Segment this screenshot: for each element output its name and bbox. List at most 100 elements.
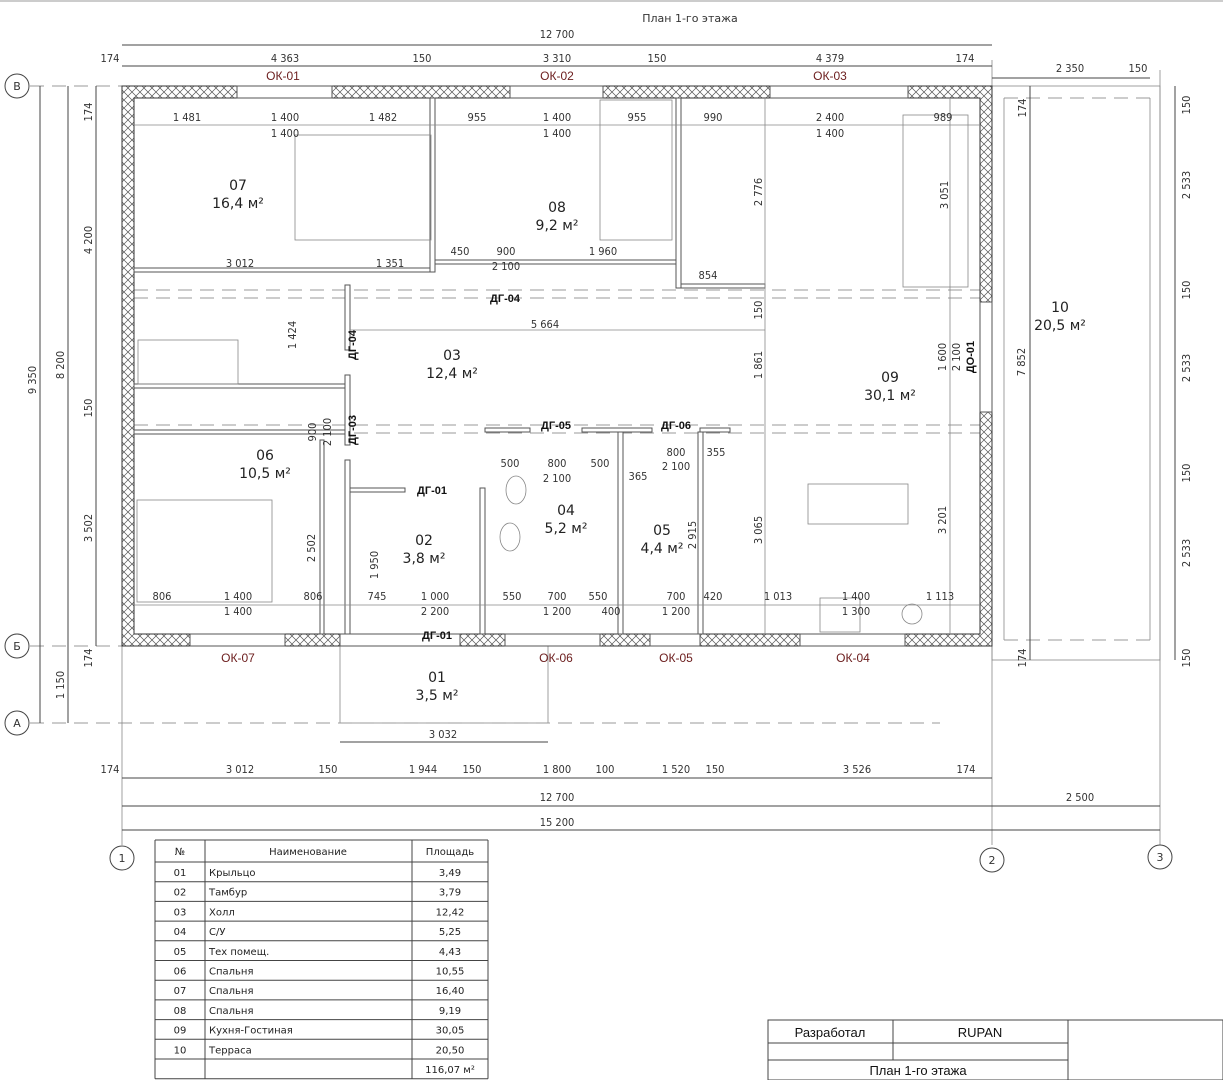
axis-circle	[1147, 844, 1173, 870]
axis-circle	[109, 845, 135, 871]
door-tag: ДГ-05	[541, 420, 571, 432]
window-tag: ОК-04	[836, 651, 870, 665]
dimension-label: 365	[629, 470, 648, 483]
table-cell-name: Холл	[209, 907, 235, 918]
table-cell-name: С/У	[209, 927, 225, 938]
room-number: 05	[653, 523, 671, 539]
dimension-label: 2 100	[492, 260, 520, 273]
table-header: Площадь	[426, 847, 474, 858]
dimension-label: 174	[957, 763, 976, 776]
room-area: 9,2 м²	[536, 218, 579, 234]
terrace-door-do-01	[979, 301, 993, 413]
axis-label: А	[13, 717, 21, 730]
window-tag: ОК-07	[221, 651, 255, 665]
door-tag: ДГ-01	[422, 630, 452, 642]
dimension-label: 1 400	[224, 605, 252, 618]
dimension-label: 2 533	[1180, 354, 1193, 382]
room-number: 01	[428, 670, 446, 686]
axis-label: 1	[119, 852, 126, 865]
dimension-label: 150	[706, 763, 725, 776]
room-number: 06	[256, 448, 274, 464]
table-cell-area: 3,79	[439, 888, 461, 899]
axis-label: 2	[989, 854, 996, 867]
dimension-label: 150	[413, 52, 432, 65]
table-cell-number: 01	[174, 868, 187, 879]
stove	[819, 597, 861, 633]
dimension-label: 3 526	[843, 763, 871, 776]
dimension-label: 12 700	[540, 28, 575, 41]
room-area: 5,2 м²	[545, 521, 588, 537]
dimension-label: 150	[82, 399, 95, 418]
table-cell-number: 04	[174, 927, 187, 938]
room-area: 16,4 м²	[212, 196, 264, 212]
axis-circle	[4, 710, 30, 736]
table-cell-number: 03	[174, 907, 187, 918]
dimension-label: 174	[1016, 99, 1029, 118]
washbasin	[499, 522, 521, 552]
dimension-label: 12 700	[540, 791, 575, 804]
table-cell-number: 05	[174, 947, 187, 958]
door-tag: ДГ-04	[347, 329, 359, 360]
dimension-label: 15 200	[540, 816, 575, 829]
dimension-label: 5 664	[531, 318, 559, 331]
dimension-label: 174	[1016, 649, 1029, 668]
room-area: 30,1 м²	[864, 388, 916, 404]
table-cell-name: Спальня	[209, 1006, 254, 1017]
dimension-label: 500	[591, 457, 610, 470]
room-area: 4,4 м²	[641, 541, 684, 557]
dimension-label: 806	[304, 590, 323, 603]
dimension-label: 1 400	[842, 590, 870, 603]
dimension-label: 3 065	[752, 516, 765, 544]
table-header: Наименование	[269, 847, 347, 858]
dimension-label: 174	[82, 103, 95, 122]
dimension-label: 854	[699, 269, 718, 282]
dimension-label: 1 960	[589, 245, 617, 258]
dimension-label: 955	[468, 111, 487, 124]
dimension-label: 150	[1129, 62, 1148, 75]
dimension-label: 550	[503, 590, 522, 603]
dimension-label: 955	[628, 111, 647, 124]
title-block: Разработал RUPAN План 1-го этажа	[767, 1019, 1223, 1080]
dimension-label: 3 012	[226, 763, 254, 776]
dimension-label: 2 500	[1066, 791, 1094, 804]
table-cell-name: Кухня-Гостиная	[209, 1026, 293, 1037]
room-number: 07	[229, 178, 247, 194]
window-tag: ОК-03	[813, 69, 847, 83]
table-cell-area: 9,19	[439, 1006, 461, 1017]
dimension-label: 4 379	[816, 52, 844, 65]
dimension-label: 8 200	[54, 351, 67, 379]
dimension-label: 2 915	[686, 521, 699, 549]
dimension-label: 355	[707, 446, 726, 459]
room-area: 12,4 м²	[426, 366, 478, 382]
dimension-label: 2 533	[1180, 539, 1193, 567]
dimension-label: 2 200	[421, 605, 449, 618]
dimension-label: 1 351	[376, 257, 404, 270]
dimension-label: 150	[1180, 96, 1193, 115]
dimension-label: 550	[589, 590, 608, 603]
room-number: 10	[1051, 300, 1069, 316]
table-cell-area: 3,49	[439, 868, 461, 879]
dimension-label: 174	[101, 52, 120, 65]
dimension-label: 150	[648, 52, 667, 65]
dimension-label: 1 400	[543, 111, 571, 124]
dimension-label: 1 400	[271, 111, 299, 124]
dimension-label: 450	[451, 245, 470, 258]
developer-name: RUPAN	[958, 1025, 1003, 1040]
table-cell-number: 07	[174, 986, 187, 997]
drawing-lines	[30, 44, 1176, 845]
entry-door-gap	[339, 633, 461, 647]
window-ok-05	[649, 633, 701, 647]
axis-label: В	[13, 80, 21, 93]
dimension-label: 1 861	[752, 351, 765, 379]
table-cell-area: 5,25	[439, 927, 461, 938]
door-tag: ДГ-01	[417, 485, 447, 497]
table-cell-area: 16,40	[436, 986, 465, 997]
dimension-label: 1 950	[368, 551, 381, 579]
dimension-label: 1 481	[173, 111, 201, 124]
bed-room-06	[136, 499, 273, 603]
dimension-label: 4 363	[271, 52, 299, 65]
dimension-label: 174	[956, 52, 975, 65]
table-cell-number: 08	[174, 1006, 187, 1017]
dimension-label: 1 150	[54, 671, 67, 699]
table-cell-name: Тамбур	[208, 888, 247, 899]
